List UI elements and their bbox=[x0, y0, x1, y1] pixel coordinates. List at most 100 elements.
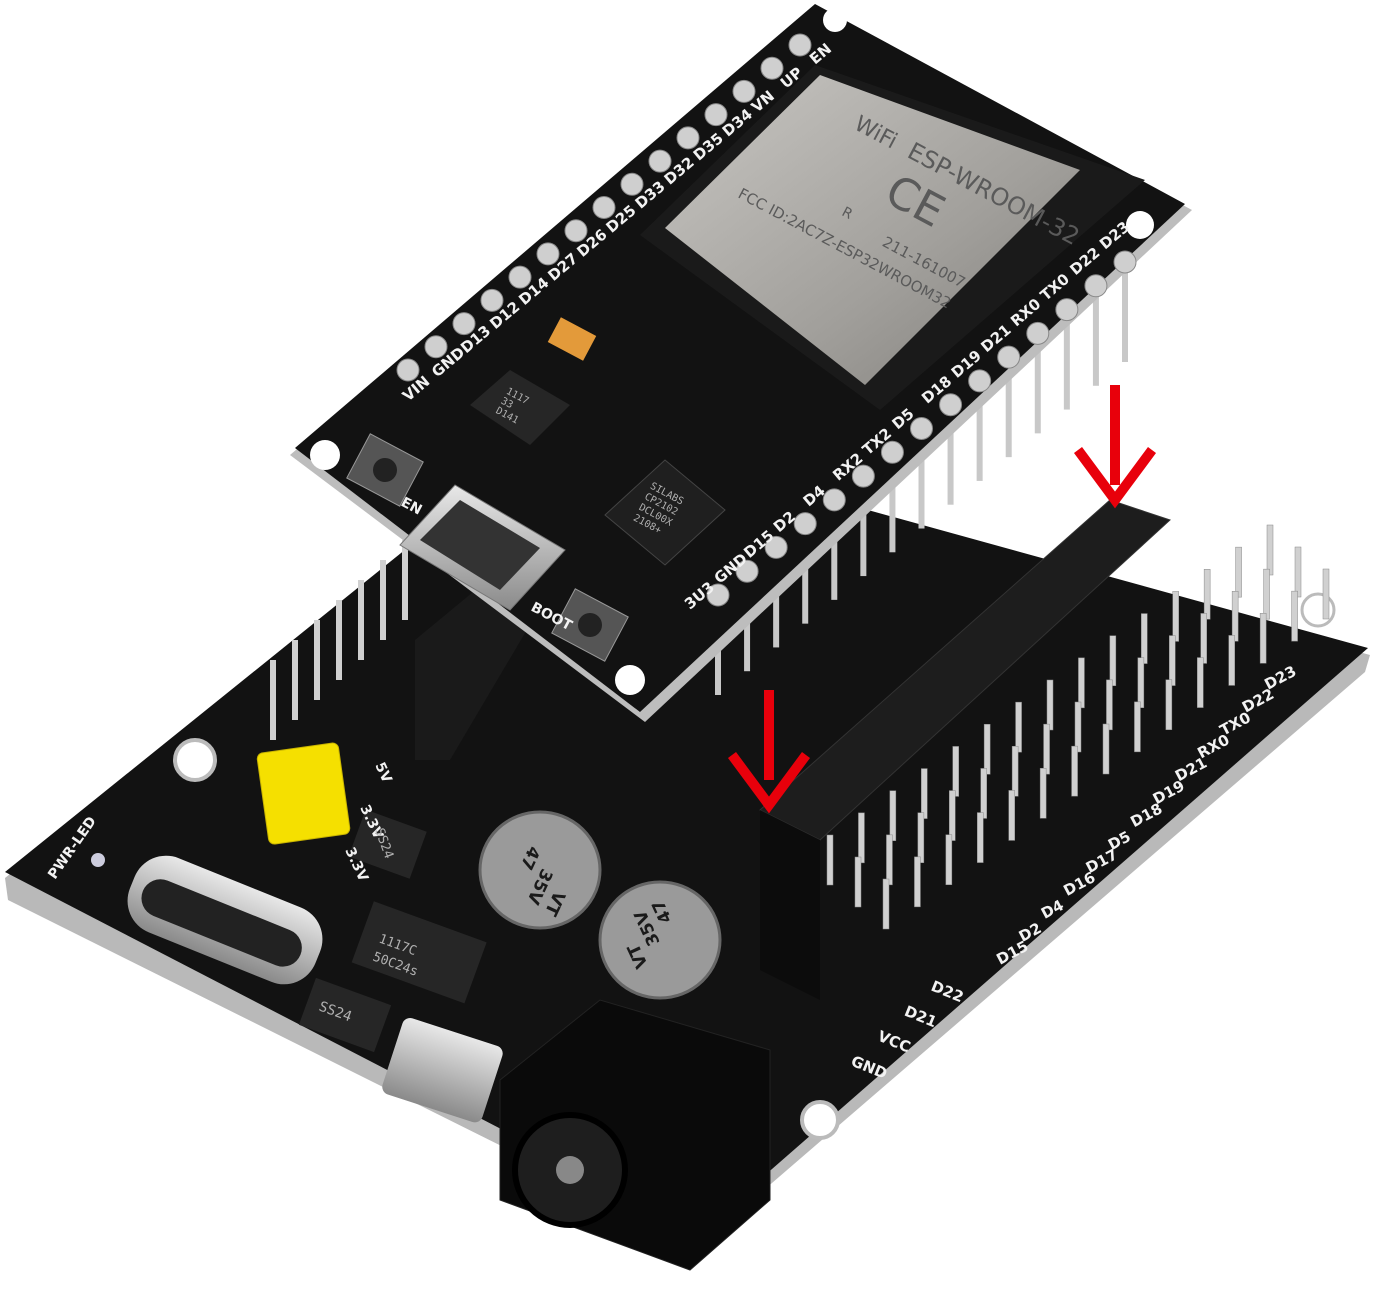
pin-leg bbox=[1034, 333, 1041, 434]
header-pin bbox=[1046, 679, 1054, 731]
mount-hole bbox=[823, 8, 847, 32]
capacitor-1 bbox=[478, 810, 602, 930]
pin-leg bbox=[947, 404, 954, 505]
base-regulator bbox=[351, 901, 487, 1004]
header-pin bbox=[314, 620, 320, 700]
header-pin bbox=[980, 768, 987, 819]
header-pin bbox=[1074, 701, 1082, 753]
header-pin bbox=[1228, 635, 1235, 686]
esp-wroom-32-shield bbox=[665, 75, 1080, 385]
header-pin bbox=[1165, 679, 1173, 730]
capacitor-2 bbox=[598, 880, 722, 1000]
dc-jack-pin bbox=[556, 1156, 584, 1184]
jumper-cap[interactable] bbox=[256, 742, 351, 845]
pin-pad bbox=[648, 149, 672, 173]
header-pin bbox=[1322, 568, 1330, 620]
header-pin bbox=[921, 768, 928, 819]
header-pin bbox=[952, 746, 959, 797]
power-led bbox=[91, 853, 105, 867]
header-pin bbox=[945, 834, 953, 885]
header-pin bbox=[1266, 524, 1274, 576]
micro-usb-port[interactable] bbox=[380, 1016, 505, 1125]
header-pin bbox=[1137, 657, 1145, 708]
mount-hole bbox=[1126, 211, 1154, 239]
pin-pad bbox=[910, 417, 933, 440]
header-pin bbox=[949, 790, 956, 841]
mount-hole bbox=[173, 738, 217, 782]
header-pin bbox=[1259, 613, 1267, 664]
header-pin bbox=[1015, 701, 1022, 753]
pin-pad bbox=[939, 393, 963, 417]
regulator-line: 33 bbox=[499, 396, 515, 411]
pin-pad bbox=[1055, 298, 1079, 322]
pin-pad bbox=[851, 464, 875, 488]
header-pin bbox=[917, 812, 925, 863]
pin-leg bbox=[918, 428, 925, 529]
boot-button-cap[interactable] bbox=[578, 613, 602, 637]
top-board-pads bbox=[396, 33, 1137, 607]
jumper-label: 5V bbox=[371, 760, 394, 786]
header-pin bbox=[1071, 745, 1078, 797]
header-pin bbox=[1039, 768, 1047, 819]
pin-leg bbox=[976, 380, 983, 481]
en-button-cap[interactable] bbox=[373, 458, 397, 482]
header-pin bbox=[1263, 568, 1270, 620]
header-pin bbox=[358, 580, 364, 660]
header-pin bbox=[1231, 591, 1239, 642]
pin-pad bbox=[735, 559, 759, 583]
pin-pad bbox=[1026, 321, 1050, 345]
header-pin bbox=[1291, 590, 1298, 642]
pin-pad bbox=[480, 288, 504, 312]
pin-pad bbox=[760, 56, 784, 80]
pin-pad bbox=[793, 512, 817, 536]
pin-pad bbox=[880, 440, 904, 464]
pin-leg bbox=[1005, 357, 1012, 458]
header-pin bbox=[1102, 723, 1110, 775]
pin-pad bbox=[704, 103, 728, 127]
header-pin bbox=[889, 790, 897, 841]
pin-pad bbox=[764, 535, 788, 559]
mount-hole bbox=[310, 440, 340, 470]
pin-leg bbox=[831, 499, 838, 600]
header-pin bbox=[336, 600, 342, 680]
pin-pad bbox=[592, 196, 616, 219]
female-header-left-front bbox=[760, 810, 820, 1000]
header-pin bbox=[858, 812, 865, 864]
pin-pad bbox=[1084, 274, 1108, 298]
pin-pad bbox=[732, 79, 756, 103]
esp32-devkit-board: WiFi ESP-WROOM-32 CE R 211-161007 FCC ID… bbox=[290, 4, 1192, 722]
diode-ss24 bbox=[298, 977, 392, 1053]
pin-pad bbox=[968, 369, 992, 393]
diode-ss24-2 bbox=[348, 809, 427, 879]
header-pin bbox=[1008, 790, 1015, 841]
pin-pad bbox=[676, 126, 700, 150]
pin-pad bbox=[396, 358, 420, 382]
mount-hole bbox=[615, 665, 645, 695]
header-pin bbox=[1172, 591, 1179, 642]
header-pin bbox=[380, 560, 386, 640]
header-pin bbox=[983, 724, 991, 775]
pin-leg bbox=[860, 476, 867, 577]
header-pin bbox=[1134, 701, 1141, 753]
pin-leg bbox=[802, 523, 809, 624]
mount-hole bbox=[800, 1100, 840, 1140]
header-pin bbox=[402, 540, 408, 620]
pin-pad bbox=[536, 242, 560, 266]
pin-pad bbox=[997, 345, 1021, 369]
pin-pad bbox=[424, 335, 448, 359]
top-micro-usb-opening bbox=[420, 500, 540, 590]
pin-pad bbox=[620, 172, 644, 196]
pin-leg bbox=[889, 452, 896, 553]
male-pin-headers bbox=[270, 524, 1330, 930]
pin-pad bbox=[452, 312, 476, 336]
header-pin bbox=[1109, 635, 1117, 686]
header-pin bbox=[292, 640, 298, 720]
header-pin bbox=[886, 834, 893, 886]
arrow-down-icon-left bbox=[727, 690, 811, 814]
pin-pad bbox=[1113, 250, 1137, 274]
header-pin bbox=[1169, 635, 1176, 686]
pin-pad bbox=[822, 488, 846, 512]
header-pin bbox=[1200, 613, 1207, 664]
header-pin bbox=[1106, 679, 1113, 731]
